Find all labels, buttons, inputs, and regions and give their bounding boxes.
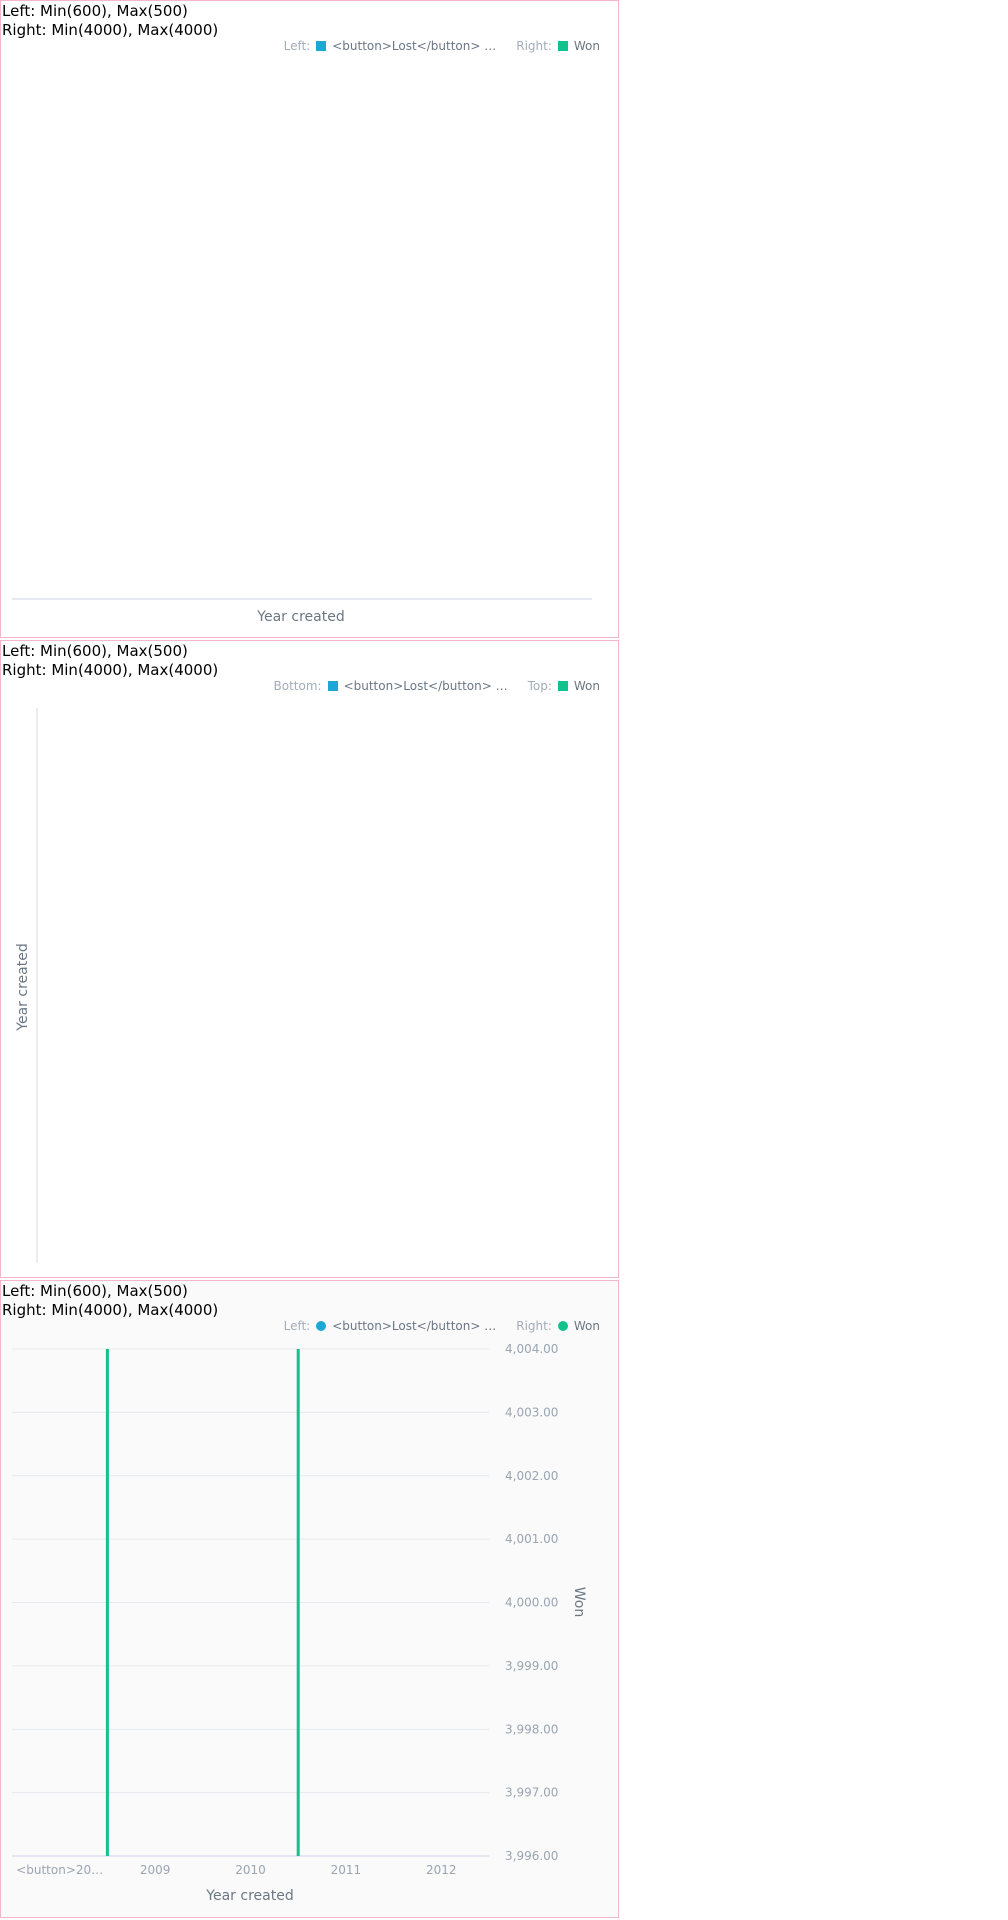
x-axis-title: Year created [206,1888,294,1904]
panel-2-caption-line-1: Left: Min(600), Max(500) [2,642,188,660]
y-axis-title: Year created [15,943,31,1031]
chart-panel-1: Left: Min(600), Max(500) Right: Min(4000… [0,0,619,638]
y-tick-label: 3,999.00 [505,1659,558,1673]
legend-square-marker [557,681,568,691]
legend-dot-marker [316,1321,327,1331]
legend-series-label: <button>Lost</button> … [332,39,497,53]
x-tick-label: <button>20… [16,1863,103,1877]
panel-3-legend: Left: <button>Lost</button> … Right: Won [284,1319,600,1333]
legend-series-label: Won [573,39,600,53]
legend-square-marker [327,681,338,691]
y-tick-label: 4,003.00 [505,1405,558,1419]
legend-square-marker [316,41,327,51]
legend-series-label: Won [573,679,600,693]
y-tick-label: 4,001.00 [505,1532,558,1546]
chart-panel-2: Left: Min(600), Max(500) Right: Min(4000… [0,640,619,1278]
x-tick-label: 2009 [140,1863,171,1877]
panel-2-plot [36,708,38,1263]
x-tick-label: 2011 [331,1863,362,1877]
legend-series-label: Won [573,1319,600,1333]
legend-side-label: Top: [527,679,552,693]
panel-1-legend: Left: <button>Lost</button> … Right: Won [284,39,600,53]
legend-side-label: Right: [516,1319,552,1333]
y-tick-label: 3,997.00 [505,1786,558,1800]
x-tick-label: 2010 [235,1863,266,1877]
legend-item-lost[interactable]: Bottom: <button>Lost</button> … [274,679,508,693]
legend-item-lost[interactable]: Left: <button>Lost</button> … [284,39,497,53]
y-tick-label: 4,004.00 [505,1342,558,1356]
panel-1-caption-line-2: Right: Min(4000), Max(4000) [2,21,219,39]
legend-item-won[interactable]: Top: Won [528,679,600,693]
x-axis-title: Year created [257,609,345,625]
legend-item-won[interactable]: Right: Won [516,1319,600,1333]
legend-dot-marker [557,1321,568,1331]
panel-3-plot: 4,004.00 4,003.00 4,002.00 4,001.00 4,000.00… [12,1342,558,1877]
panel-3-caption-line-2: Right: Min(4000), Max(4000) [2,1301,219,1319]
right-y-axis-title: Won [571,1586,587,1618]
legend-side-label: Left: [283,1319,311,1333]
y-tick-label: 3,996.00 [505,1849,558,1863]
chart-panel-3: Left: Min(600), Max(500) Right: Min(4000… [0,1280,619,1918]
legend-square-marker [557,41,568,51]
legend-series-label: <button>Lost</button> … [332,1319,497,1333]
y-tick-label: 3,998.00 [505,1722,558,1736]
legend-side-label: Bottom: [273,679,322,693]
y-tick-label: 4,000.00 [505,1596,558,1610]
legend-series-label: <button>Lost</button> … [343,679,508,693]
legend-side-label: Left: [283,39,311,53]
panel-2-caption-line-2: Right: Min(4000), Max(4000) [2,661,219,679]
panel-1-caption-line-1: Left: Min(600), Max(500) [2,2,188,20]
legend-side-label: Right: [516,39,552,53]
legend-item-won[interactable]: Right: Won [516,39,600,53]
legend-item-lost[interactable]: Left: <button>Lost</button> … [284,1319,497,1333]
panel-1-plot [12,598,592,600]
panel-3-caption-line-1: Left: Min(600), Max(500) [2,1282,188,1300]
y-tick-label: 4,002.00 [505,1469,558,1483]
x-tick-label: 2012 [426,1863,457,1877]
panel-2-legend: Bottom: <button>Lost</button> … Top: Won [274,679,600,693]
